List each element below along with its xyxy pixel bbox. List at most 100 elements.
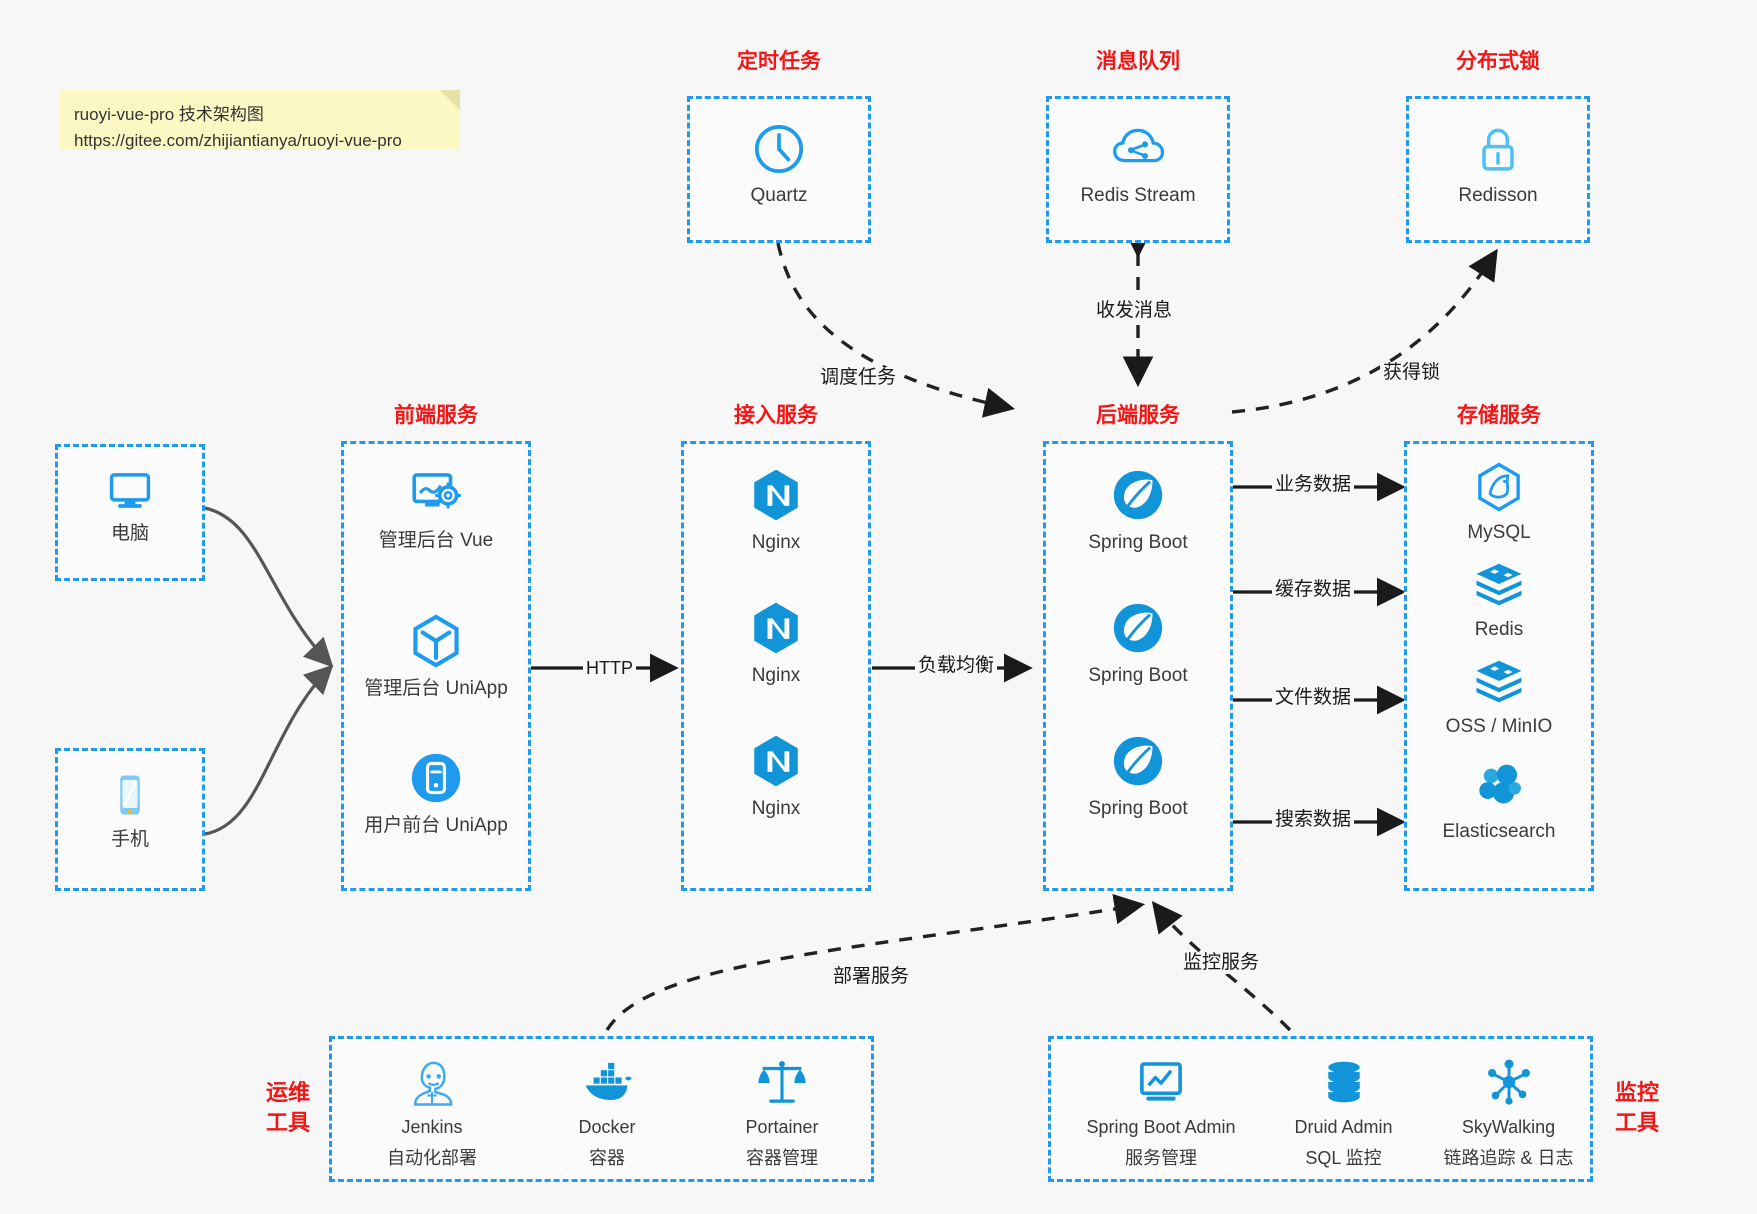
side-title-devops-line1: 运维 [265, 1080, 310, 1105]
group-box-backend[interactable]: Spring Boot Spring Boot Spring Boot [1043, 441, 1233, 891]
node-elasticsearch[interactable]: Elasticsearch [1407, 759, 1591, 844]
node-label-nginx-3: Nginx [751, 798, 801, 819]
edge-label-deploy-service: 部署服务 [830, 966, 913, 988]
jenkins-butler-icon [405, 1055, 459, 1109]
nginx-icon [747, 599, 805, 657]
note-line-url: https://gitee.com/zhijiantianya/ruoyi-vu… [74, 131, 402, 150]
nginx-icon [747, 732, 805, 790]
node-skywalking[interactable]: SkyWalking 链路追踪 & 日志 [1421, 1055, 1596, 1171]
node-admin-uniapp[interactable]: 管理后台 UniApp [344, 612, 528, 701]
node-user-uniapp[interactable]: 用户前台 UniApp [344, 749, 528, 838]
spring-boot-icon [1109, 732, 1167, 790]
node-druid-admin[interactable]: Druid Admin SQL 监控 [1256, 1055, 1431, 1171]
node-redis-stream[interactable]: Redis Stream [1049, 121, 1227, 208]
group-box-devops[interactable]: Jenkins 自动化部署 Docker 容器 [329, 1036, 874, 1182]
node-label-redis-stream: Redis Stream [1080, 185, 1196, 206]
node-label-jenkins: Jenkins [401, 1117, 463, 1137]
node-pc[interactable]: 电脑 [58, 463, 202, 546]
node-label-spring-boot-1: Spring Boot [1088, 532, 1188, 553]
node-admin-vue[interactable]: 管理后台 Vue [344, 464, 528, 553]
group-box-client-pc[interactable]: 电脑 [55, 444, 205, 581]
group-box-frontend[interactable]: 管理后台 Vue 管理后台 UniApp 用户前台 UniApp [341, 441, 531, 891]
edge-label-http: HTTP [583, 657, 636, 679]
side-title-monitoring-line2: 工具 [1614, 1110, 1659, 1135]
group-box-client-phone[interactable]: 手机 [55, 748, 205, 891]
group-box-scheduler[interactable]: Quartz [687, 96, 871, 243]
redis-stack-icon [1472, 557, 1526, 611]
group-title-scheduler: 定时任务 [737, 50, 821, 73]
node-label-phone: 手机 [110, 829, 149, 850]
node-sub-docker: 容器 [589, 1148, 625, 1168]
skywalking-node-icon [1482, 1055, 1536, 1109]
node-label-pc: 电脑 [110, 523, 149, 544]
node-sub-druid-admin: SQL 监控 [1305, 1148, 1382, 1168]
node-label-mysql: MySQL [1467, 522, 1531, 543]
note-fold-corner [440, 90, 460, 110]
node-redisson[interactable]: Redisson [1409, 121, 1587, 208]
scales-balance-icon [755, 1055, 809, 1109]
node-nginx-3[interactable]: Nginx [684, 732, 868, 821]
node-jenkins[interactable]: Jenkins 自动化部署 [352, 1055, 512, 1171]
node-label-redis: Redis [1474, 619, 1524, 640]
node-docker[interactable]: Docker 容器 [527, 1055, 687, 1171]
group-title-gateway: 接入服务 [734, 404, 818, 427]
side-title-monitoring: 监控 工具 [1607, 1078, 1667, 1138]
cloud-network-icon [1110, 121, 1166, 177]
side-title-devops-line2: 工具 [265, 1110, 310, 1135]
node-label-portainer: Portainer [745, 1117, 819, 1137]
node-label-elasticsearch: Elasticsearch [1442, 821, 1556, 842]
edge-label-search-data: 搜索数据 [1272, 809, 1355, 831]
clock-icon [751, 121, 807, 177]
database-cylinder-icon [1317, 1055, 1371, 1109]
dashboard-gear-icon [407, 464, 465, 522]
edge-label-business-data: 业务数据 [1272, 474, 1355, 496]
node-spring-boot-admin[interactable]: Spring Boot Admin 服务管理 [1061, 1055, 1261, 1171]
node-redis[interactable]: Redis [1407, 557, 1591, 642]
group-box-storage[interactable]: MySQL Redis [1404, 441, 1594, 891]
node-spring-boot-3[interactable]: Spring Boot [1046, 732, 1230, 821]
group-box-monitoring[interactable]: Spring Boot Admin 服务管理 Druid Admi [1048, 1036, 1593, 1182]
node-quartz[interactable]: Quartz [690, 121, 868, 208]
group-box-lock[interactable]: Redisson [1406, 96, 1590, 243]
nginx-icon [747, 466, 805, 524]
node-label-spring-boot-admin: Spring Boot Admin [1086, 1117, 1236, 1137]
hexagon-cube-icon [407, 612, 465, 670]
node-label-admin-uniapp: 管理后台 UniApp [364, 678, 508, 699]
node-label-quartz: Quartz [750, 185, 808, 206]
note-line-title: ruoyi-vue-pro 技术架构图 [74, 105, 264, 124]
group-title-backend: 后端服务 [1096, 404, 1180, 427]
node-sub-jenkins: 自动化部署 [387, 1148, 477, 1168]
node-nginx-2[interactable]: Nginx [684, 599, 868, 688]
side-title-monitoring-line1: 监控 [1614, 1080, 1659, 1105]
node-label-spring-boot-3: Spring Boot [1088, 798, 1188, 819]
side-title-devops: 运维 工具 [258, 1078, 318, 1138]
node-label-user-uniapp: 用户前台 UniApp [364, 815, 508, 836]
node-label-redisson: Redisson [1458, 185, 1538, 206]
node-mysql[interactable]: MySQL [1407, 460, 1591, 545]
group-box-gateway[interactable]: Nginx Nginx Nginx [681, 441, 871, 891]
node-sub-portainer: 容器管理 [746, 1148, 818, 1168]
desktop-monitor-icon [104, 463, 156, 515]
node-label-spring-boot-2: Spring Boot [1088, 665, 1188, 686]
edge-label-schedule-task: 调度任务 [817, 367, 900, 389]
node-label-oss-minio: OSS / MinIO [1445, 716, 1553, 737]
node-oss-minio[interactable]: OSS / MinIO [1407, 654, 1591, 739]
mobile-app-icon [407, 749, 465, 807]
node-spring-boot-1[interactable]: Spring Boot [1046, 466, 1230, 555]
edge-label-mq-messages: 收发消息 [1093, 300, 1176, 322]
node-sub-spring-boot-admin: 服务管理 [1125, 1148, 1197, 1168]
node-label-nginx-2: Nginx [751, 665, 801, 686]
node-spring-boot-2[interactable]: Spring Boot [1046, 599, 1230, 688]
monitor-chart-icon [1134, 1055, 1188, 1109]
group-title-frontend: 前端服务 [394, 404, 478, 427]
group-box-mq[interactable]: Redis Stream [1046, 96, 1230, 243]
node-label-skywalking: SkyWalking [1461, 1117, 1556, 1137]
padlock-icon [1470, 121, 1526, 177]
node-phone[interactable]: 手机 [58, 769, 202, 852]
node-portainer[interactable]: Portainer 容器管理 [702, 1055, 862, 1171]
node-nginx-1[interactable]: Nginx [684, 466, 868, 555]
redis-stack-icon [1472, 654, 1526, 708]
edge-label-load-balance: 负载均衡 [915, 655, 998, 677]
spring-boot-icon [1109, 599, 1167, 657]
